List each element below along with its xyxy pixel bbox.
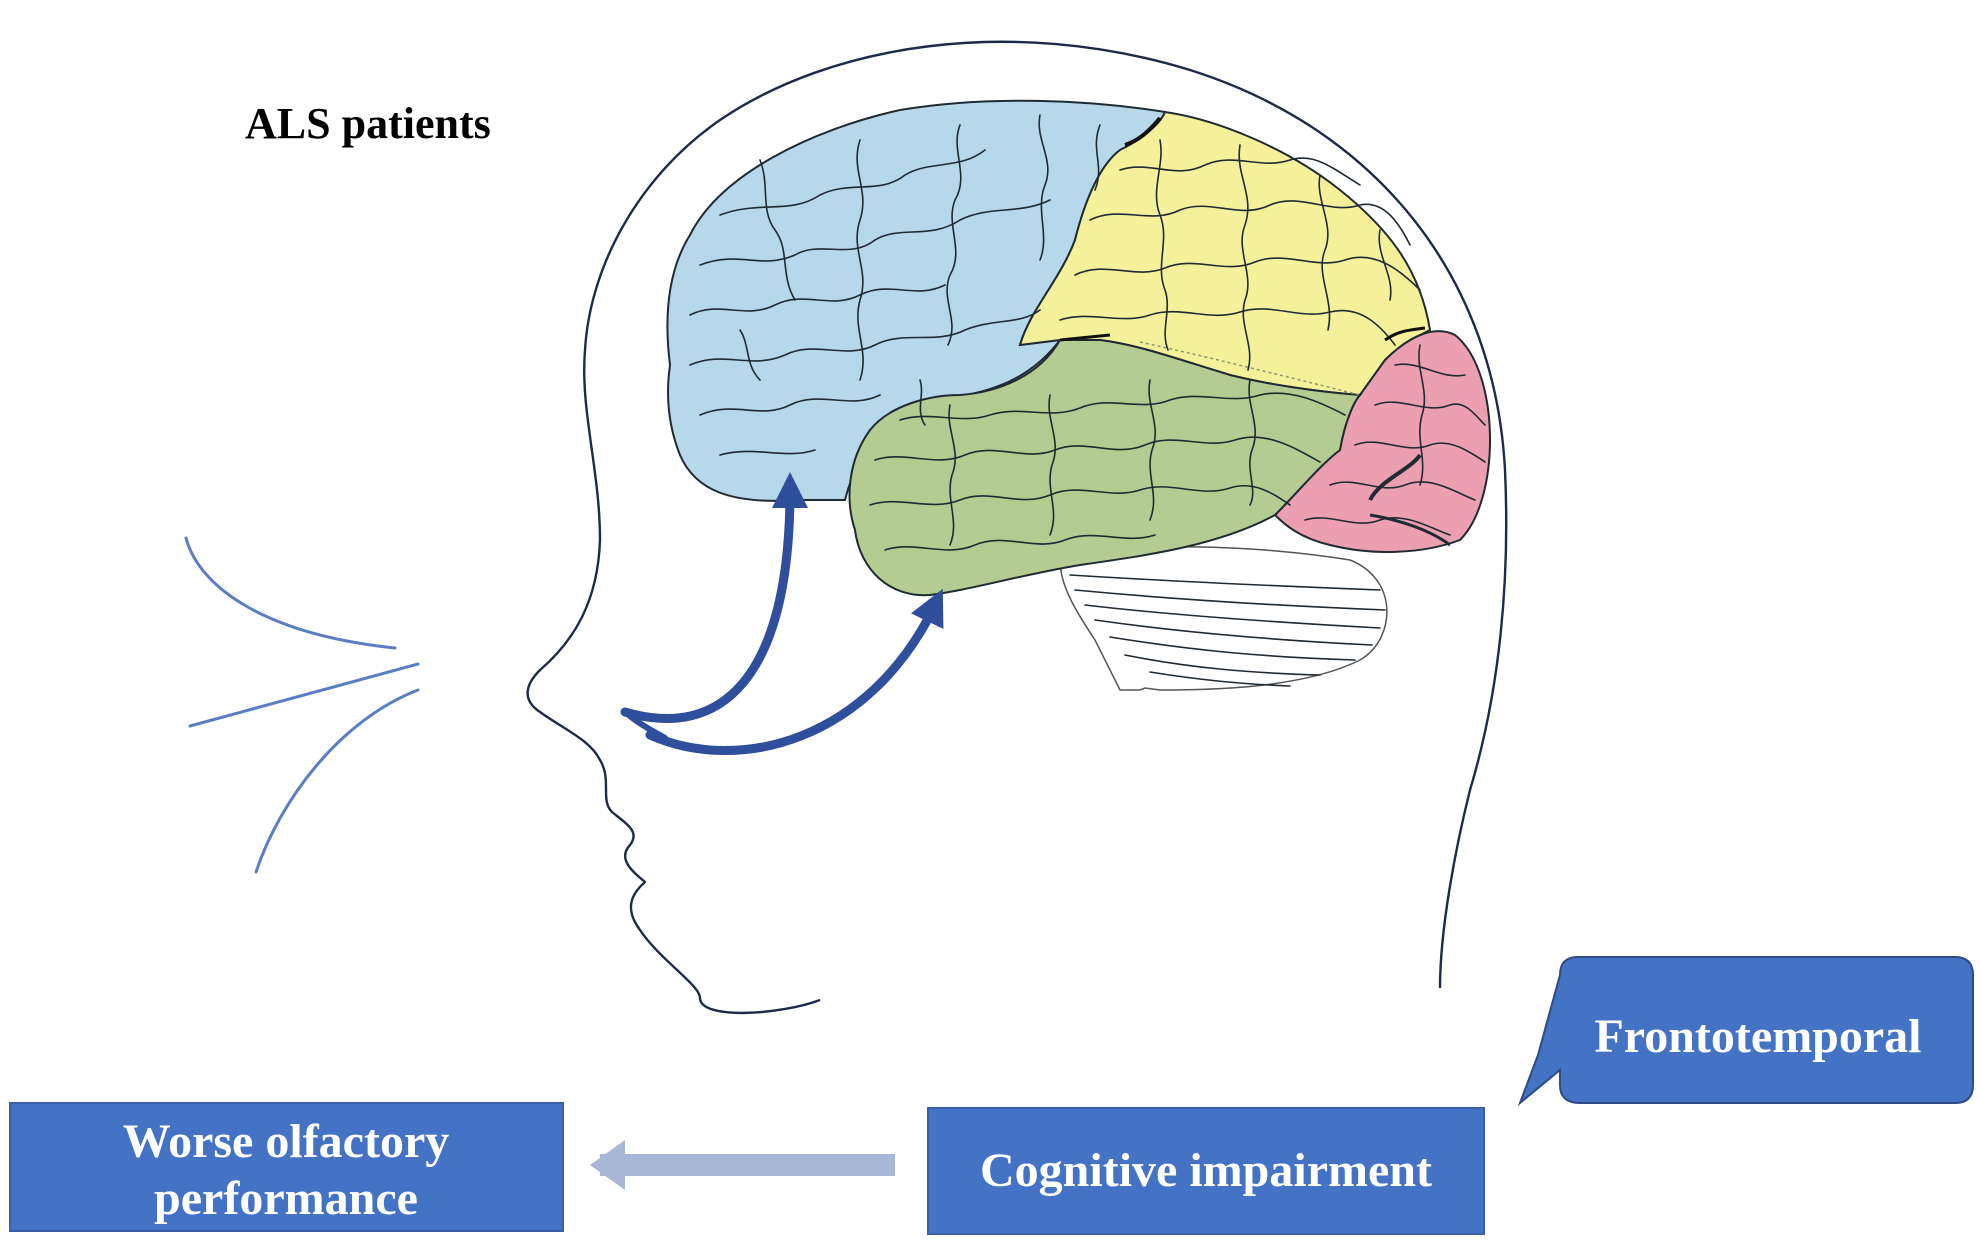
- olfactory-label-line2: performance: [154, 1172, 418, 1225]
- frontal-gyri: [689, 114, 1101, 456]
- cerebellum: [1059, 546, 1388, 691]
- brain: [666, 99, 1492, 691]
- temporal-lobe: [848, 339, 1363, 597]
- temporal-gyri: [869, 379, 1346, 551]
- occipital-gyri: [1304, 344, 1486, 547]
- frontotemporal-label: Frontotemporal: [1594, 1010, 1921, 1063]
- left-arrow-icon: [590, 1140, 895, 1190]
- figure-title: ALS patients: [245, 99, 491, 148]
- olfactory-label-line1: Worse olfactory: [123, 1115, 450, 1168]
- airflow-lines-icon: [184, 536, 420, 874]
- cognitive-impairment-box: Cognitive impairment: [927, 1107, 1485, 1235]
- head-outline: [526, 40, 1508, 1015]
- cognitive-impairment-label: Cognitive impairment: [980, 1144, 1432, 1197]
- parietal-gyri: [1059, 139, 1421, 371]
- olfactory-pathway-arrows: [620, 472, 944, 756]
- frontotemporal-callout: Frontotemporal: [1517, 956, 1974, 1107]
- olfactory-performance-box: Worse olfactory performance: [9, 1102, 564, 1232]
